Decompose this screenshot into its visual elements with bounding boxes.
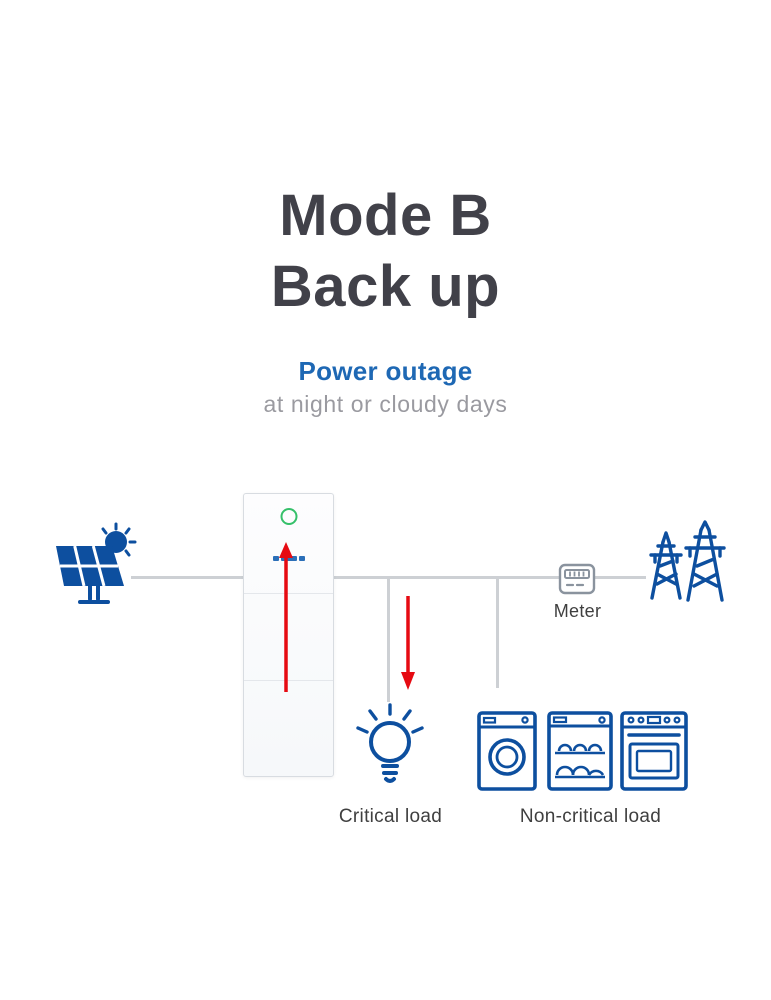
subtitle-secondary: at night or cloudy days	[263, 391, 508, 417]
power-flow-down-arrow	[398, 592, 418, 692]
non-critical-load-label: Non-critical load	[519, 806, 662, 827]
washing-machine-icon	[477, 711, 537, 791]
power-flow-up-arrow	[276, 540, 296, 696]
meter-icon	[558, 560, 596, 596]
wire-to-noncritical-load	[496, 576, 499, 688]
oven-icon	[620, 711, 688, 791]
title-line-1: Mode B	[279, 183, 492, 248]
meter-label: Meter	[553, 601, 602, 621]
wire-to-critical-load	[387, 576, 390, 702]
title-line-2: Back up	[270, 254, 501, 319]
device-brand-mark	[272, 556, 305, 561]
unit-panel-seam-top	[244, 593, 333, 594]
battery-inverter-unit	[243, 493, 334, 777]
unit-panel-seam-bottom	[244, 680, 333, 681]
wire-battery-to-grid	[332, 576, 646, 579]
status-indicator-led	[280, 508, 297, 525]
light-bulb-icon	[353, 700, 427, 788]
subtitle-primary: Power outage	[298, 356, 473, 386]
page-title: Mode B Back up	[0, 180, 771, 322]
critical-load-label: Critical load	[338, 806, 443, 827]
solar-panel-icon	[48, 520, 142, 608]
dishwasher-icon	[547, 711, 613, 791]
wire-solar-to-battery	[131, 576, 243, 579]
power-grid-towers-icon	[640, 518, 730, 604]
